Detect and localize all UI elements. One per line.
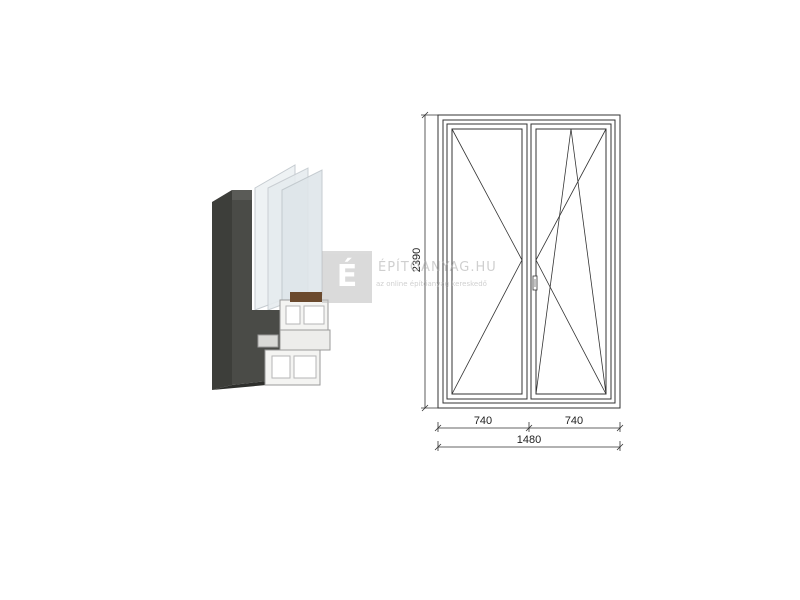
right-sash bbox=[530, 123, 612, 400]
door-handle-icon bbox=[532, 275, 538, 291]
watermark-logo-icon: É bbox=[322, 251, 372, 303]
door-technical-drawing: 2390 740 740 1480 bbox=[410, 100, 650, 460]
total-width-label: 1480 bbox=[517, 434, 541, 446]
watermark-logo-glyph: É bbox=[336, 259, 358, 294]
window-profile-section-image bbox=[200, 160, 340, 400]
height-dimension-line bbox=[421, 111, 438, 412]
watermark: É ÉPÍTŐANYAG.HU az online építőanyag ker… bbox=[322, 251, 522, 303]
left-sash-width-label: 740 bbox=[474, 415, 492, 427]
watermark-title: ÉPÍTŐANYAG.HU bbox=[378, 260, 497, 275]
pvc-chambers bbox=[257, 292, 331, 386]
inner-frame bbox=[442, 119, 616, 404]
total-width-dimension-line bbox=[434, 441, 624, 451]
outer-frame bbox=[437, 114, 621, 409]
height-dimension-label: 2390 bbox=[411, 248, 423, 272]
watermark-subtitle: az online építőanyag kereskedő bbox=[376, 280, 487, 288]
glass-panes bbox=[254, 164, 323, 311]
left-sash bbox=[446, 123, 528, 400]
right-sash-width-label: 740 bbox=[565, 415, 583, 427]
sash-width-dimension-line bbox=[434, 422, 624, 432]
